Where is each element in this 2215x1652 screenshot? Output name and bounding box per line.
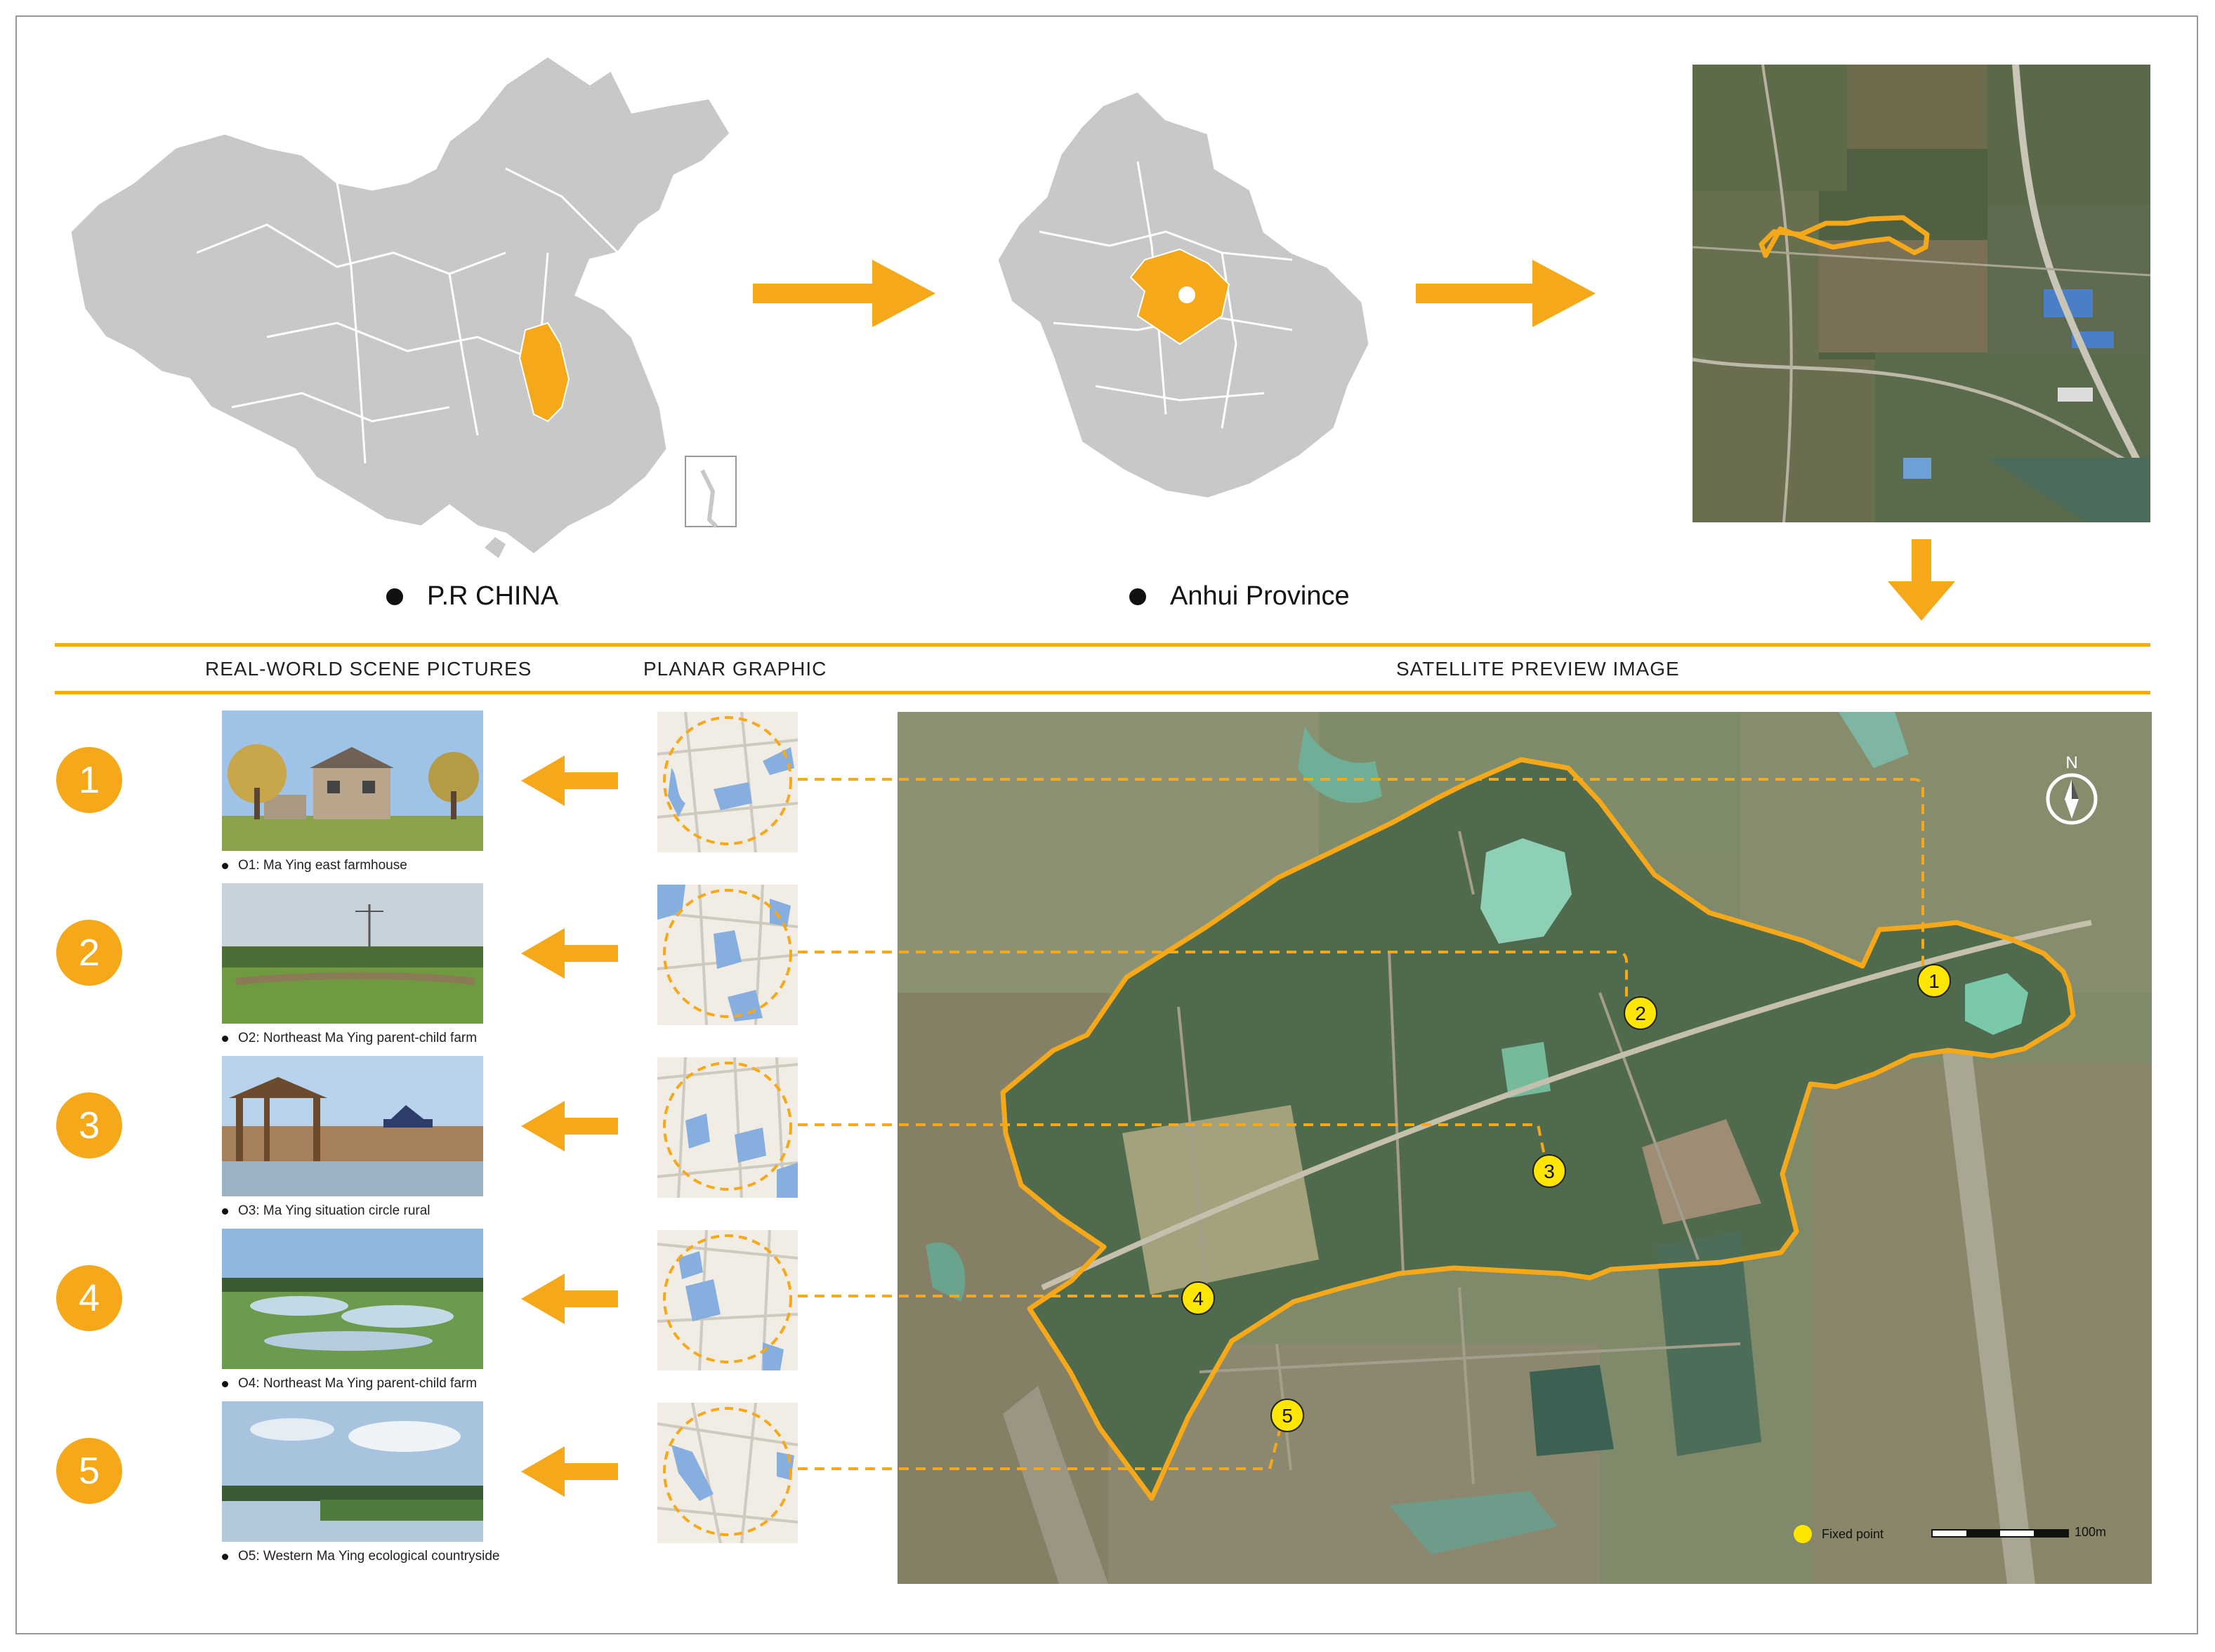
point-badge-2: 2 (56, 920, 122, 986)
header-satellite: SATELLITE PREVIEW IMAGE (1396, 658, 1680, 680)
scene-caption-1: O1: Ma Ying east farmhouse (222, 858, 407, 873)
bullet-dot (386, 588, 403, 605)
arrow-left-icon (521, 928, 618, 979)
bullet-dot (222, 1035, 228, 1042)
arrow-left-icon (521, 755, 618, 806)
bullet-dot (222, 1380, 228, 1387)
divider-top (55, 643, 2150, 647)
fixed-point-5[interactable]: 5 (1270, 1399, 1304, 1432)
fixed-point-1[interactable]: 1 (1917, 964, 1951, 998)
bullet-dot (222, 862, 228, 869)
satellite-thumbnail (1693, 65, 2150, 522)
fixed-point-4[interactable]: 4 (1181, 1281, 1215, 1315)
scene-photo-1 (222, 711, 483, 851)
planar-graphic-1 (657, 712, 798, 852)
svg-text:1: 1 (1928, 970, 1940, 992)
point-badge-4: 4 (56, 1265, 122, 1331)
china-map (69, 55, 737, 558)
svg-text:4: 4 (1192, 1288, 1204, 1309)
anhui-label: Anhui Province (1129, 581, 1350, 612)
svg-text:2: 2 (1635, 1003, 1646, 1024)
fixed-point-2[interactable]: 2 (1624, 996, 1657, 1030)
point-badge-5: 5 (56, 1438, 122, 1504)
svg-text:5: 5 (1282, 1405, 1293, 1427)
svg-text:3: 3 (1544, 1161, 1555, 1182)
arrow-left-icon (521, 1446, 618, 1497)
satellite-preview-map: N (898, 712, 2152, 1584)
scene-caption-5: O5: Western Ma Ying ecological countrysi… (222, 1549, 499, 1564)
arrow-right-icon (753, 260, 935, 327)
scale-label: 100m (2075, 1525, 2107, 1539)
planar-graphic-5 (657, 1403, 798, 1543)
arrow-left-icon (521, 1274, 618, 1324)
china-label: P.R CHINA (386, 581, 558, 612)
scale-bar (1931, 1529, 2069, 1538)
fixed-point-legend-icon (1794, 1525, 1812, 1543)
arrow-left-icon (521, 1101, 618, 1151)
planar-graphic-3 (657, 1057, 798, 1198)
map-legend: Fixed point (1794, 1525, 1884, 1543)
bullet-dot (222, 1208, 228, 1215)
header-planar: PLANAR GRAPHIC (643, 658, 827, 680)
scene-caption-2: O2: Northeast Ma Ying parent-child farm (222, 1031, 477, 1046)
arrow-right-icon (1416, 260, 1596, 327)
planar-graphic-2 (657, 885, 798, 1025)
header-real-world: REAL-WORLD SCENE PICTURES (205, 658, 532, 680)
bullet-dot (1129, 588, 1146, 605)
bullet-dot (222, 1553, 228, 1560)
scene-photo-5 (222, 1401, 483, 1542)
scene-photo-3 (222, 1056, 483, 1196)
point-badge-3: 3 (56, 1092, 122, 1158)
anhui-map (997, 91, 1371, 500)
scene-caption-3: O3: Ma Ying situation circle rural (222, 1203, 430, 1219)
north-label: N (2065, 753, 2077, 772)
scene-photo-4 (222, 1229, 483, 1369)
fixed-point-3[interactable]: 3 (1532, 1154, 1566, 1188)
arrow-down-icon (1888, 539, 1955, 621)
scene-photo-2 (222, 883, 483, 1024)
divider-bottom (55, 691, 2150, 694)
point-badge-1: 1 (56, 747, 122, 813)
figure-frame (15, 15, 2198, 1634)
scene-caption-4: O4: Northeast Ma Ying parent-child farm (222, 1376, 477, 1392)
north-compass-icon: N (2046, 753, 2098, 825)
planar-graphic-4 (657, 1230, 798, 1370)
